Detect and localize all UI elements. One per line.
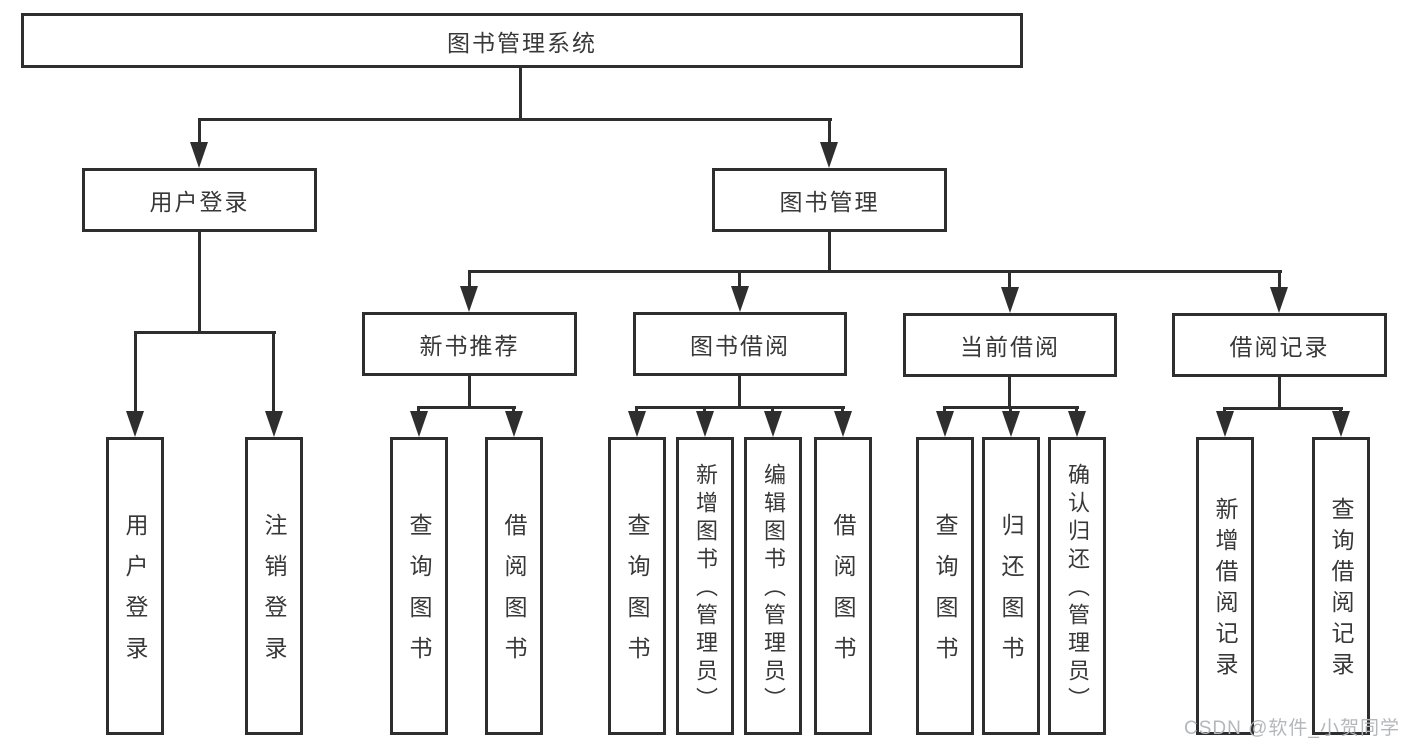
arrow-down-icon	[936, 411, 954, 437]
csdn-watermark: CSDN @软件_小贺同学	[1184, 718, 1400, 739]
connector-shaft	[134, 331, 137, 413]
connector-shaft	[468, 270, 471, 289]
leaf-logout: 注销登录	[245, 437, 303, 735]
connector-recommend-stem	[468, 374, 471, 409]
arrow-down-icon	[628, 411, 646, 437]
node-root: 图书管理系统	[21, 13, 1023, 68]
arrow-down-icon	[1001, 287, 1019, 313]
connector-bookmgmt-stem	[828, 230, 831, 273]
connector-shaft	[703, 406, 706, 414]
arrow-down-icon	[1068, 411, 1086, 437]
connector-shaft	[1075, 406, 1078, 414]
leaf-query-books-recommend: 查询图书	[390, 437, 448, 735]
connector-current-stem	[1008, 375, 1011, 409]
connector-bookmgmt-bar	[468, 270, 1282, 273]
connector-shaft	[272, 331, 275, 413]
node-current-borrow: 当前借阅	[903, 313, 1117, 377]
connector-shaft	[1008, 270, 1011, 289]
connector-borrow-bar	[636, 406, 845, 409]
connector-shaft	[841, 406, 844, 414]
arrow-down-icon	[731, 286, 749, 312]
arrow-down-icon	[126, 411, 144, 437]
leaf-return-books: 归还图书	[982, 437, 1040, 735]
connector-userlogin-stem	[198, 230, 201, 334]
connector-shaft	[738, 270, 741, 289]
leaf-add-book-admin: 新增图书（管理员）	[676, 437, 734, 735]
arrow-down-icon	[820, 142, 838, 168]
connector-shaft	[198, 118, 201, 144]
leaf-query-books-current: 查询图书	[916, 437, 974, 735]
leaf-user-login: 用户登录	[106, 437, 164, 735]
arrow-down-icon	[1270, 287, 1288, 313]
arrow-down-icon	[1216, 411, 1234, 437]
arrow-down-icon	[460, 286, 478, 312]
connector-userlogin-bar	[134, 331, 276, 334]
connector-shaft	[1278, 270, 1281, 289]
arrow-down-icon	[265, 411, 283, 437]
arrow-down-icon	[764, 411, 782, 437]
arrow-down-icon	[505, 411, 523, 437]
connector-borrow-stem	[738, 374, 741, 409]
node-book-borrow: 图书借阅	[633, 312, 847, 376]
connector-records-stem	[1278, 375, 1281, 409]
arrow-down-icon	[1332, 411, 1350, 437]
arrow-down-icon	[834, 411, 852, 437]
connector-records-bar	[1224, 407, 1343, 410]
connector-recommend-bar	[417, 406, 516, 409]
connector-root-bar	[198, 118, 832, 121]
arrow-down-icon	[1002, 411, 1020, 437]
leaf-confirm-return-admin: 确认归还（管理员）	[1048, 437, 1106, 735]
connector-shaft	[512, 406, 515, 414]
connector-root-stem	[519, 66, 522, 120]
connector-shaft	[771, 406, 774, 414]
leaf-borrow-books-recommend: 借阅图书	[485, 437, 543, 735]
node-new-book-recommend: 新书推荐	[362, 312, 577, 376]
node-book-management: 图书管理	[712, 168, 947, 232]
connector-shaft	[1339, 407, 1342, 413]
leaf-edit-book-admin: 编辑图书（管理员）	[744, 437, 802, 735]
connector-shaft	[943, 406, 946, 414]
arrow-down-icon	[696, 411, 714, 437]
arrow-down-icon	[190, 142, 208, 168]
arrow-down-icon	[410, 411, 428, 437]
node-borrow-records: 借阅记录	[1172, 313, 1387, 377]
connector-shaft	[1009, 406, 1012, 414]
connector-shaft	[417, 406, 420, 414]
leaf-add-borrow-record: 新增借阅记录	[1196, 437, 1254, 735]
connector-shaft	[635, 406, 638, 414]
leaf-borrow-books: 借阅图书	[814, 437, 872, 735]
leaf-query-borrow-record: 查询借阅记录	[1312, 437, 1370, 735]
node-user-login: 用户登录	[82, 168, 317, 232]
leaf-query-books-borrow: 查询图书	[608, 437, 666, 735]
connector-shaft	[1223, 407, 1226, 413]
connector-shaft	[828, 118, 831, 144]
